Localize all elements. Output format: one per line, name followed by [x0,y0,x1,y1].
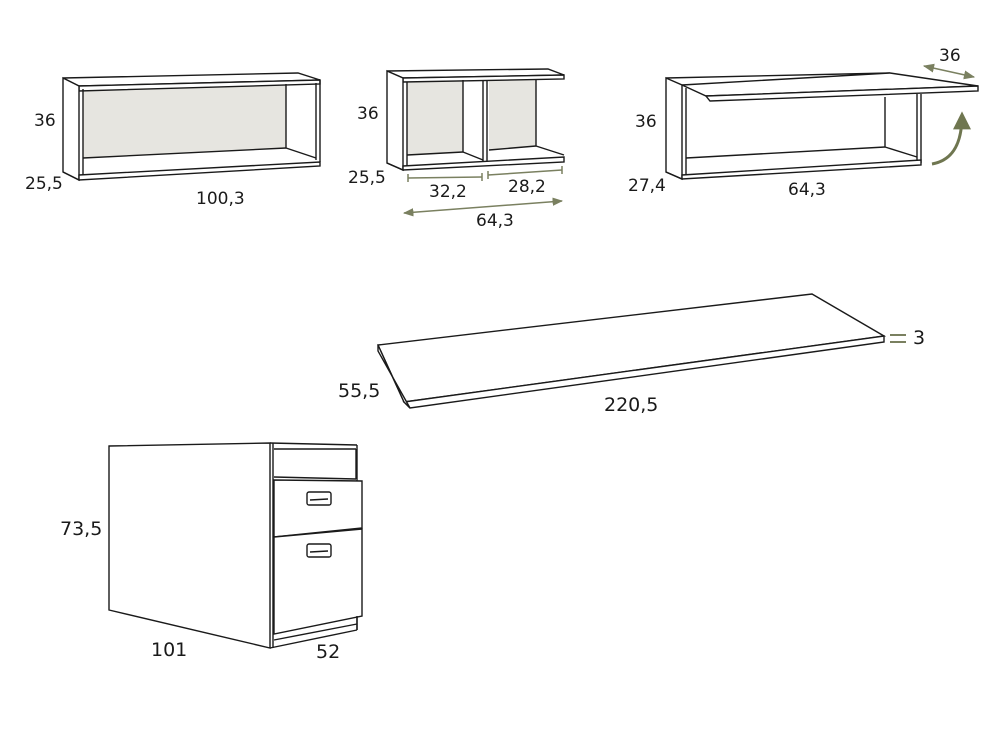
pedestal-width-label: 52 [316,641,341,663]
pedestal-depth-label: 101 [151,639,188,661]
drawer-handle-icon [306,491,332,506]
back-panel-right [489,79,536,150]
desk-top [376,293,887,409]
curved-arrow-icon [931,111,971,166]
shelf2-total-width-label: 64,3 [476,211,514,231]
back-panel [83,84,286,158]
drawer-handle-icon [306,543,332,558]
shelf2-depth-label: 25,5 [348,168,386,188]
shelf3-flap-depth-label: 36 [939,46,961,66]
shelf2-right-compartment-label: 28,2 [508,177,546,197]
thickness-indicator [890,334,906,343]
dimension-lines-split [402,166,564,217]
desktop-width-label: 220,5 [604,394,659,416]
shelf1-width-label: 100,3 [196,189,245,209]
shelf2-height-label: 36 [357,104,379,124]
desktop-depth-label: 55,5 [338,380,381,402]
shelf1-depth-label: 25,5 [25,174,63,194]
shelf2-left-compartment-label: 32,2 [429,182,467,202]
wall-shelf-with-flap [665,72,979,181]
drawer-pedestal [108,442,363,649]
wall-shelf-large [62,72,321,182]
shelf3-depth-label: 27,4 [628,176,666,196]
desktop-thickness-label: 3 [913,327,926,349]
wall-shelf-split [386,68,565,172]
shelf1-height-label: 36 [34,111,56,131]
shelf3-height-label: 36 [635,112,657,132]
shelf3-width-label: 64,3 [788,180,826,200]
back-panel-left [407,80,463,155]
flap-indicators [922,63,976,166]
pedestal-height-label: 73,5 [60,518,103,540]
